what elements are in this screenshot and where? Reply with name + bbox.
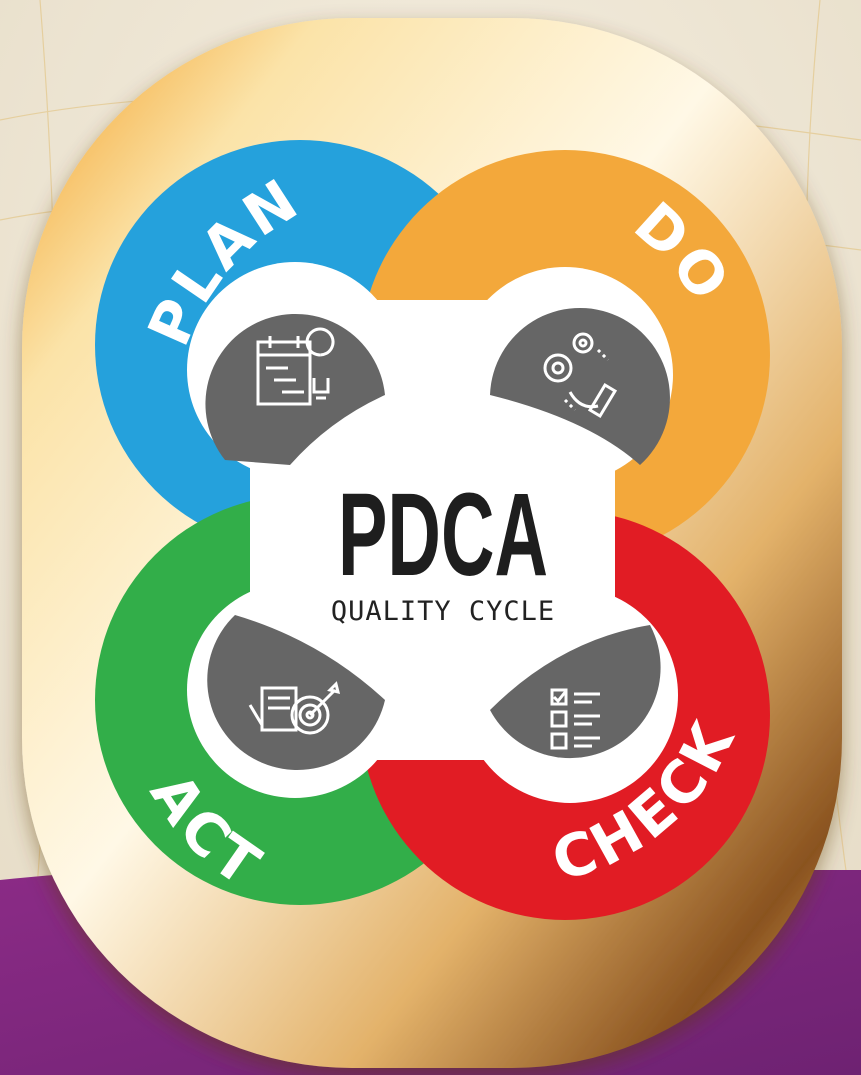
check-icon-disc	[490, 625, 661, 759]
gears-wrench-hand-icon	[543, 332, 618, 419]
gantt-lightbulb-icon	[256, 327, 335, 406]
plan-icon-disc	[205, 313, 385, 465]
checklist-icon	[550, 688, 600, 750]
icon-discs	[205, 307, 670, 770]
diagram-subtitle: QUALITY CYCLE	[331, 596, 555, 627]
do-icon-disc	[490, 307, 670, 465]
diagram-title: PDCA	[338, 469, 548, 601]
document-target-icon	[248, 681, 341, 735]
